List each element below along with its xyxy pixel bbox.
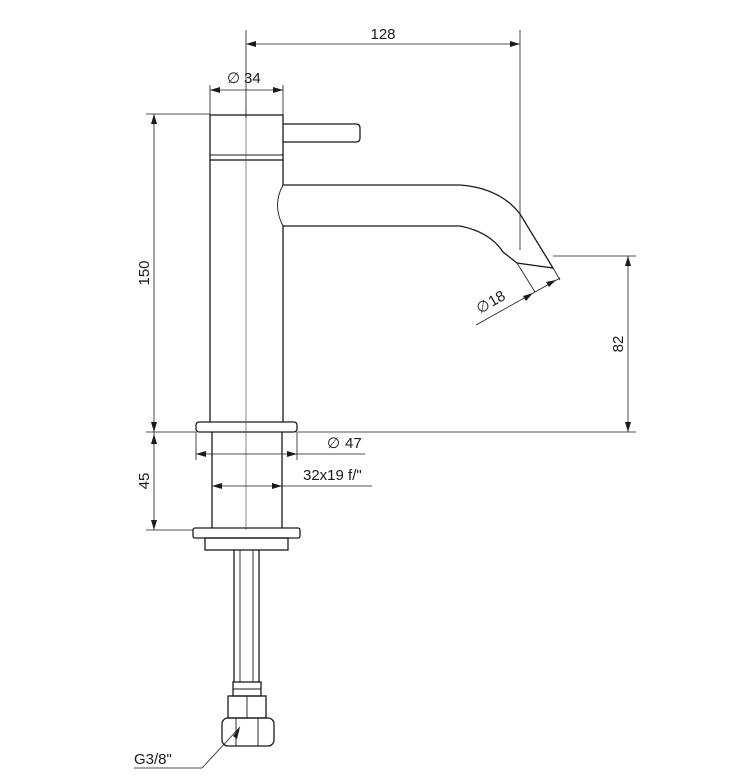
dim-connection-thread-label: G3/8" bbox=[134, 751, 172, 768]
dim-outlet-diameter: ∅ 18 bbox=[474, 262, 561, 326]
shank bbox=[211, 432, 283, 528]
dim-outlet-diameter-label: 18 bbox=[486, 287, 509, 310]
dim-outlet-height: 82 bbox=[297, 255, 636, 433]
dim-base-diameter-label: 47 bbox=[345, 435, 362, 452]
dim-base-diameter-symbol: ∅ bbox=[327, 435, 340, 452]
base-ring bbox=[195, 421, 298, 433]
dim-body-diameter: ∅ 34 bbox=[209, 70, 284, 115]
dim-spout-reach: 128 bbox=[245, 26, 521, 250]
dim-body-height-label: 150 bbox=[136, 260, 153, 285]
faucet-outline bbox=[192, 114, 555, 747]
dim-fixing-thread: 32x19 f/" bbox=[212, 467, 372, 489]
dim-spout-reach-label: 128 bbox=[370, 26, 395, 43]
fixing-nut bbox=[192, 527, 301, 539]
dim-shank-height: 45 bbox=[136, 432, 193, 531]
spout bbox=[283, 184, 555, 269]
dim-body-height: 150 bbox=[136, 113, 210, 433]
body-column bbox=[209, 160, 284, 422]
dim-shank-height-label: 45 bbox=[136, 473, 153, 490]
dim-base-diameter: ∅ 47 bbox=[195, 432, 365, 460]
supply-pipe bbox=[233, 550, 260, 682]
handle-cap bbox=[209, 114, 284, 161]
dim-body-diameter-label: 34 bbox=[244, 70, 261, 87]
lever-handle bbox=[283, 123, 361, 143]
dim-connection-thread: G3/8" bbox=[134, 726, 241, 769]
dim-body-diameter-symbol: ∅ bbox=[227, 70, 240, 87]
dim-fixing-thread-label: 32x19 f/" bbox=[303, 467, 362, 484]
dim-outlet-height-label: 82 bbox=[610, 336, 627, 353]
